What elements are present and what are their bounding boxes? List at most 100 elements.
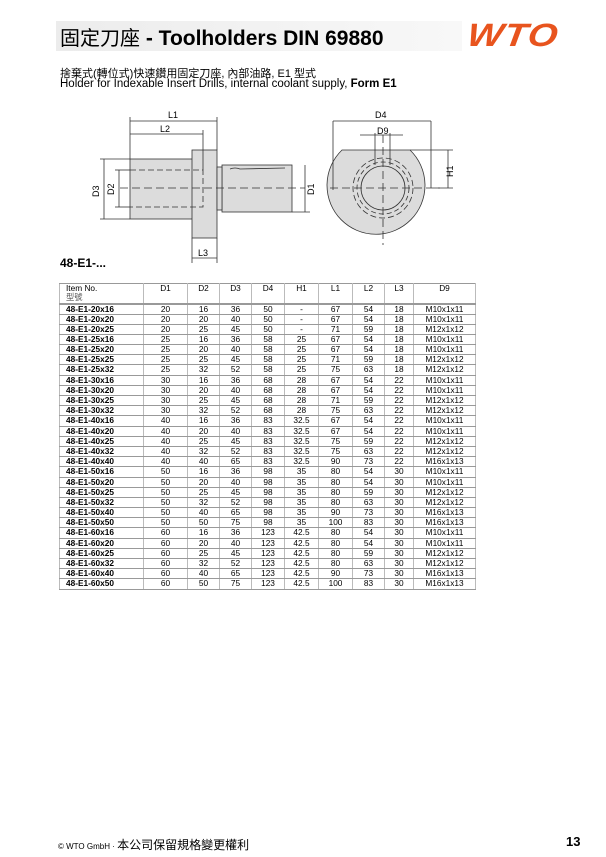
table-cell-d2: 32	[187, 496, 220, 509]
table-cell-item-no-: 48-E1-25x32	[59, 364, 144, 376]
table-cell-item-no-: 48-E1-40x16	[59, 415, 144, 427]
table-cell-d4: 83	[251, 415, 285, 427]
side-view	[100, 117, 310, 263]
table-cell-l1: 67	[318, 384, 353, 397]
page-title: 固定刀座 - Toolholders DIN 69880	[60, 26, 384, 50]
table-cell-item-no-: 48-E1-60x25	[59, 547, 144, 560]
table-cell-l3: 30	[384, 476, 414, 488]
table-cell-l2: 54	[352, 476, 385, 488]
header-d2: D2	[187, 283, 220, 305]
table-cell-l3: 18	[384, 344, 414, 356]
table-cell-l1: 67	[318, 344, 353, 356]
table-cell-d4: 50	[251, 303, 285, 315]
table-cell-d4: 58	[251, 354, 285, 366]
table-cell-l1: 71	[318, 394, 353, 407]
table-cell-d4: 83	[251, 425, 285, 437]
table-cell-h1: 32.5	[284, 435, 319, 447]
table-cell-l2: 54	[352, 313, 385, 325]
table-cell-l2: 59	[352, 486, 385, 498]
table-cell-l2: 54	[352, 527, 385, 539]
table-cell-d1: 40	[143, 435, 188, 447]
table-cell-d4: 83	[251, 456, 285, 468]
table-cell-d1: 50	[143, 517, 188, 529]
table-cell-d1: 50	[143, 476, 188, 488]
table-cell-d3: 52	[219, 405, 252, 417]
table-cell-l1: 100	[318, 578, 353, 590]
table-cell-d3: 52	[219, 445, 252, 458]
table-cell-d4: 98	[251, 517, 285, 529]
table-cell-l2: 63	[352, 496, 385, 509]
table-cell-d9: M10x1x11	[413, 425, 476, 437]
table-cell-d2: 40	[187, 456, 220, 468]
table-cell-d9: M16x1x13	[413, 517, 476, 529]
table-cell-d9: M12x1x12	[413, 323, 476, 335]
table-cell-d4: 68	[251, 394, 285, 407]
table-cell-d2: 40	[187, 568, 220, 580]
table-cell-d2: 25	[187, 547, 220, 560]
table-cell-d2: 25	[187, 486, 220, 498]
table-cell-d9: M16x1x13	[413, 507, 476, 519]
table-cell-item-no-: 48-E1-30x32	[59, 405, 144, 417]
table-cell-d9: M16x1x13	[413, 568, 476, 580]
table-cell-l1: 80	[318, 476, 353, 488]
table-cell-l2: 59	[352, 323, 385, 335]
table-cell-d1: 40	[143, 456, 188, 468]
table-cell-h1: 42.5	[284, 547, 319, 560]
table-cell-l1: 75	[318, 364, 353, 376]
table-cell-d3: 45	[219, 323, 252, 335]
table-cell-h1: 42.5	[284, 557, 319, 570]
table-cell-d2: 32	[187, 445, 220, 458]
table-cell-d9: M12x1x12	[413, 445, 476, 458]
table-cell-l2: 54	[352, 466, 385, 478]
table-cell-h1: 25	[284, 333, 319, 346]
table-cell-d1: 50	[143, 496, 188, 509]
header-l3: L3	[384, 283, 414, 305]
table-cell-item-no-: 48-E1-60x40	[59, 568, 144, 580]
wto-logo: WTO	[464, 18, 561, 54]
table-cell-d1: 60	[143, 578, 188, 590]
table-cell-l1: 67	[318, 415, 353, 427]
table-cell-l1: 67	[318, 303, 353, 315]
table-cell-l2: 59	[352, 394, 385, 407]
table-cell-d3: 65	[219, 568, 252, 580]
description-en: Holder for Indexable Insert Drills, inte…	[60, 78, 397, 90]
table-cell-h1: 42.5	[284, 537, 319, 549]
table-cell-d3: 75	[219, 578, 252, 590]
table-cell-d9: M10x1x11	[413, 313, 476, 325]
table-cell-d2: 32	[187, 557, 220, 570]
table-cell-l1: 80	[318, 496, 353, 509]
table-cell-d1: 20	[143, 323, 188, 335]
table-cell-item-no-: 48-E1-40x40	[59, 456, 144, 468]
table-cell-d1: 60	[143, 537, 188, 549]
table-cell-d4: 83	[251, 435, 285, 447]
table-cell-d2: 20	[187, 537, 220, 549]
table-cell-d1: 30	[143, 374, 188, 386]
table-cell-d4: 123	[251, 578, 285, 590]
header-d3: D3	[219, 283, 252, 305]
table-cell-d2: 20	[187, 384, 220, 397]
table-cell-d4: 50	[251, 313, 285, 325]
table-cell-l1: 80	[318, 547, 353, 560]
table-cell-l3: 22	[384, 384, 414, 397]
table-cell-d1: 20	[143, 303, 188, 315]
table-cell-d3: 40	[219, 537, 252, 549]
table-cell-l2: 63	[352, 405, 385, 417]
page-number: 13	[566, 834, 581, 849]
table-cell-d3: 36	[219, 303, 252, 315]
table-cell-l3: 30	[384, 547, 414, 560]
table-cell-l3: 18	[384, 333, 414, 346]
table-cell-d3: 36	[219, 527, 252, 539]
table-cell-d3: 52	[219, 496, 252, 509]
table-cell-d1: 40	[143, 445, 188, 458]
table-cell-d2: 20	[187, 476, 220, 488]
table-cell-d4: 123	[251, 557, 285, 570]
table-cell-d9: M10x1x11	[413, 527, 476, 539]
table-cell-l1: 75	[318, 435, 353, 447]
table-cell-item-no-: 48-E1-30x16	[59, 374, 144, 386]
svg-text:D4: D4	[375, 110, 387, 120]
